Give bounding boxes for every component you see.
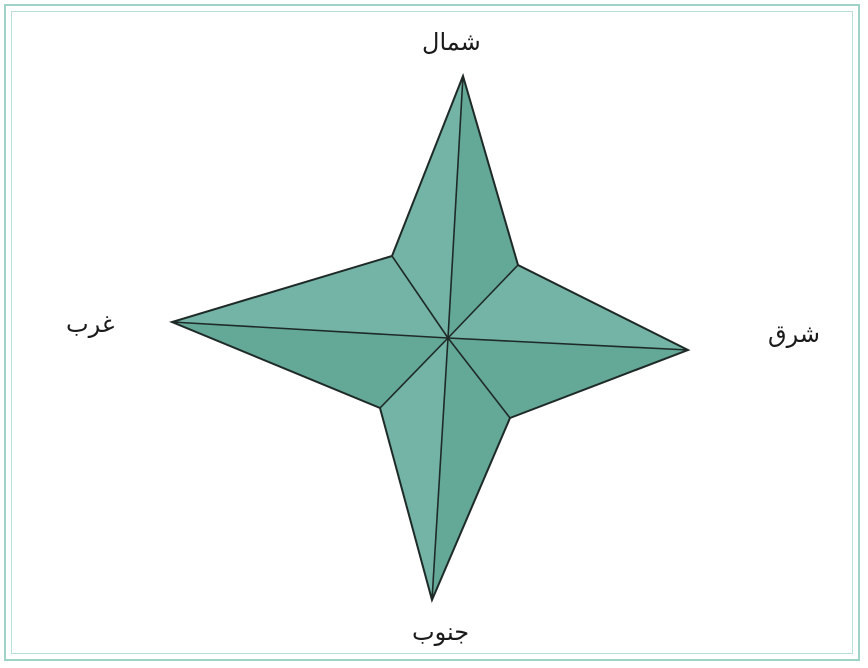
label-north: شمال xyxy=(422,30,481,54)
star-body xyxy=(172,76,688,600)
label-south: جنوب xyxy=(412,620,469,644)
label-east: شرق xyxy=(768,322,820,346)
label-west: غرب xyxy=(66,312,114,336)
